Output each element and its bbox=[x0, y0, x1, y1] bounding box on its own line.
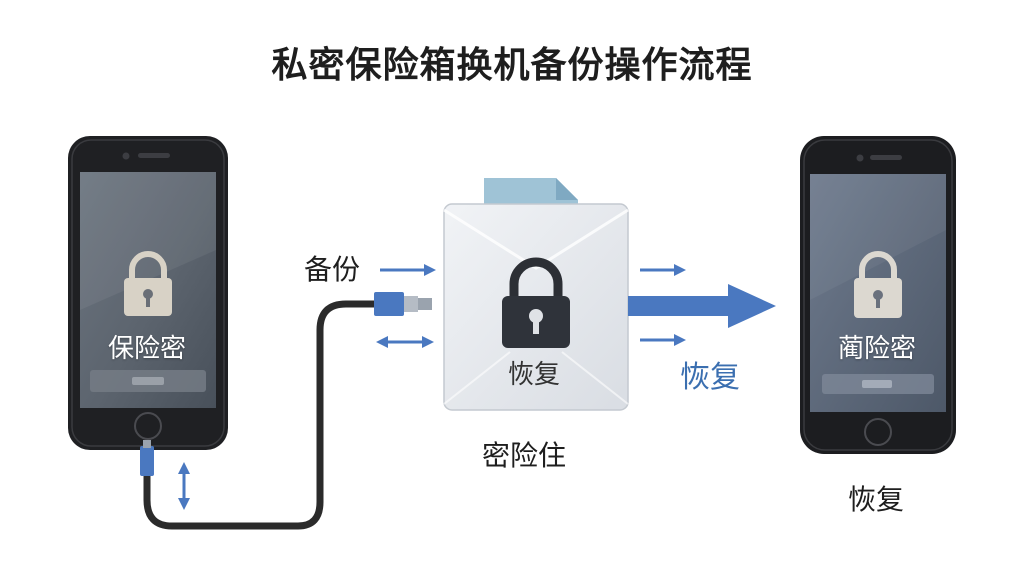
vault-inner-label: 恢复 bbox=[508, 360, 561, 390]
left-screen-label: 保险密 bbox=[108, 334, 187, 364]
lock-icon bbox=[854, 251, 902, 318]
right-phone-caption: 恢复 bbox=[848, 483, 905, 516]
arrow-right-icon bbox=[640, 264, 686, 276]
cable-icon bbox=[140, 292, 432, 530]
lock-icon bbox=[124, 251, 172, 316]
diagram-title: 私密保险箱换机备份操作流程 bbox=[271, 45, 753, 86]
lock-icon bbox=[502, 257, 570, 348]
restore-label: 恢复 bbox=[680, 360, 740, 395]
right-screen-label: 蔺险密 bbox=[838, 334, 917, 364]
arrow-right-icon bbox=[640, 334, 686, 346]
arrow-right-icon bbox=[380, 264, 436, 276]
vault-caption: 密险住 bbox=[482, 439, 567, 472]
arrow-right-icon bbox=[628, 284, 776, 328]
double-arrow-icon bbox=[376, 336, 434, 348]
backup-label: 备份 bbox=[304, 253, 361, 286]
double-arrow-icon bbox=[178, 462, 190, 510]
